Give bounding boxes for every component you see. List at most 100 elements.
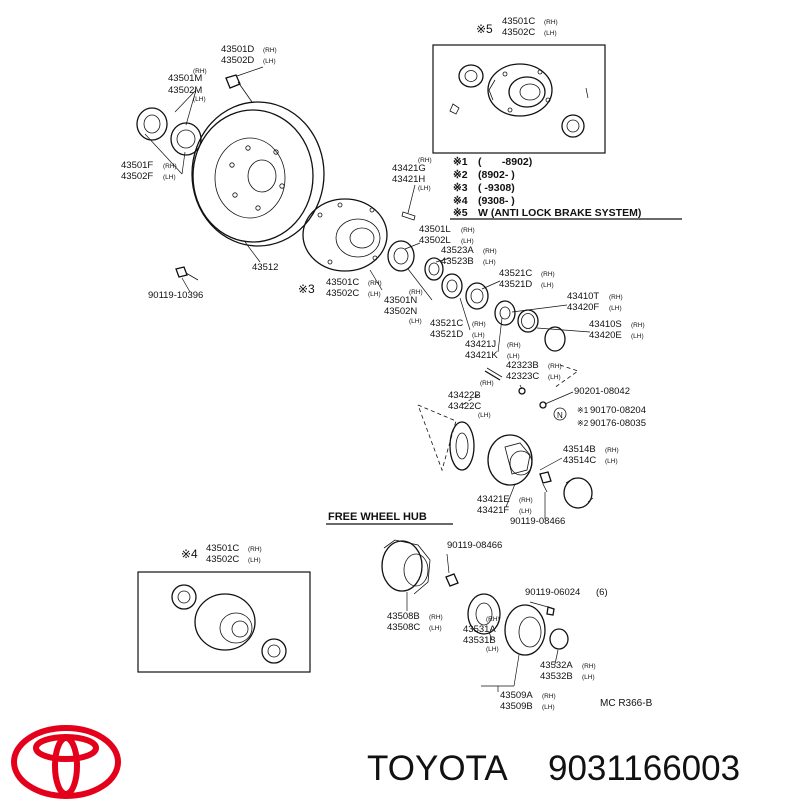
part-label: 43421E bbox=[477, 494, 510, 505]
part-label: 43521C bbox=[430, 318, 463, 329]
part-label-side: (RH) bbox=[263, 47, 277, 54]
axle-hub bbox=[302, 198, 388, 272]
part-label: 43421J bbox=[465, 339, 496, 350]
part-label: 43531A bbox=[463, 624, 496, 635]
hub-cover bbox=[504, 604, 546, 656]
part-label: 43508B bbox=[387, 611, 420, 622]
part-label: 43501D bbox=[221, 44, 254, 55]
part-label: 43410S bbox=[589, 319, 622, 330]
part-label-side: (LH) bbox=[461, 238, 474, 245]
hub-body bbox=[381, 539, 431, 595]
gasket-leader bbox=[417, 404, 457, 472]
part-label-side: (RH) bbox=[368, 280, 382, 287]
part-label: 43532B bbox=[540, 671, 573, 682]
inset-frame-abs bbox=[432, 44, 606, 154]
part-label: 43501N bbox=[384, 295, 417, 306]
part-label: 43501M bbox=[168, 73, 202, 84]
nut-ref-code-1: 90170-08204 bbox=[590, 405, 646, 416]
part-label: 90119-08466 bbox=[510, 516, 565, 527]
part-label: 43521C bbox=[499, 268, 532, 279]
part-label-side: (RH) bbox=[519, 497, 533, 504]
part-label-side: (LH) bbox=[483, 259, 496, 266]
hub-bolt bbox=[175, 266, 199, 281]
part-label-side: (RH) bbox=[461, 227, 475, 234]
toyota-logo bbox=[11, 725, 121, 799]
leader-lines bbox=[144, 66, 591, 519]
part-number: 9031166003 bbox=[548, 749, 740, 788]
part-label-side: (RH) bbox=[429, 614, 443, 621]
hub-cap bbox=[563, 477, 594, 509]
part-label-side: (RH) bbox=[631, 322, 645, 329]
abs-hub-part bbox=[487, 63, 553, 117]
part-label: (LH) bbox=[409, 318, 422, 325]
part-label: 43523A bbox=[441, 245, 474, 256]
inset-hub bbox=[194, 593, 256, 651]
part-label: 43523B bbox=[441, 256, 474, 267]
brand-name: TOYOTA bbox=[367, 749, 508, 788]
part-label: (RH) bbox=[418, 157, 432, 164]
nut-ref-mark-2: ※2 bbox=[577, 419, 589, 428]
part-labels: 43501D(RH)43502D(LH)(RH)43501M43502M(LH)… bbox=[121, 16, 645, 712]
legend-mark-3: ※3 bbox=[453, 182, 468, 194]
hub-bearing bbox=[387, 240, 415, 272]
part-label: (RH) bbox=[409, 289, 423, 296]
part-label-side: (LH) bbox=[263, 58, 276, 65]
part-label: (LH) bbox=[478, 412, 491, 419]
part-label-side: (RH) bbox=[483, 248, 497, 255]
part-label-side: (LH) bbox=[368, 291, 381, 298]
legend-text-1: ( -8902) bbox=[478, 156, 532, 168]
part-label-side: (LH) bbox=[544, 30, 557, 37]
hub-pin bbox=[401, 211, 416, 221]
part-label-side: (RH) bbox=[163, 163, 177, 170]
oil-seal bbox=[136, 107, 168, 141]
part-label: 42323C bbox=[506, 371, 539, 382]
part-label: 43502N bbox=[384, 306, 417, 317]
part-label-side: (RH) bbox=[507, 342, 521, 349]
part-label: 43420F bbox=[567, 302, 599, 313]
hub-body-bolt bbox=[445, 573, 459, 587]
part-label-side: (LH) bbox=[542, 704, 555, 711]
cover-screw bbox=[546, 606, 555, 616]
part-label: 43502M bbox=[168, 85, 202, 96]
cover-o-ring bbox=[549, 628, 569, 650]
hub-ring-gear bbox=[467, 593, 501, 635]
part-label: 43420E bbox=[589, 330, 622, 341]
washer-a bbox=[424, 257, 444, 281]
part-label: 43502F bbox=[121, 171, 153, 182]
part-label: (LH) bbox=[486, 646, 499, 653]
legend-text-2: (8902- ) bbox=[478, 169, 515, 181]
part-label: 43421K bbox=[465, 350, 498, 361]
part-label: 43512 bbox=[252, 262, 278, 273]
part-label: 42323B bbox=[506, 360, 539, 371]
spring-stud bbox=[484, 367, 503, 381]
part-label: 90119-10396 bbox=[148, 290, 203, 301]
part-label: 90119-08466 bbox=[447, 540, 502, 551]
part-label-side: (RH) bbox=[548, 363, 562, 370]
snap-ring-a bbox=[517, 309, 539, 333]
part-label: 43514C bbox=[563, 455, 596, 466]
part-label: 43501F bbox=[121, 160, 153, 171]
inset-frame-lower bbox=[137, 571, 311, 673]
part-label: 43421H bbox=[392, 174, 425, 185]
legend-mark-1: ※1 bbox=[453, 156, 468, 168]
part-label: 43514B bbox=[563, 444, 596, 455]
free-wheel-hub-section bbox=[326, 523, 569, 692]
abs-hub-inset bbox=[432, 44, 606, 154]
nut-ref-mark-1: ※1 bbox=[577, 406, 589, 415]
part-label-side: (LH) bbox=[609, 305, 622, 312]
snap-ring-b bbox=[544, 326, 566, 352]
drive-flange bbox=[487, 434, 533, 486]
screw-count: (6) bbox=[596, 587, 608, 598]
part-label-side: (LH) bbox=[163, 174, 176, 181]
part-label: (LH) bbox=[193, 96, 206, 103]
abs-bearing-outer bbox=[458, 64, 484, 88]
abs-bolt bbox=[449, 103, 460, 115]
part-label-side: (LH) bbox=[507, 353, 520, 360]
part-label: 90201-08042 bbox=[574, 386, 630, 397]
legend-text-3: ( -9308) bbox=[478, 182, 515, 194]
part-label: 43501C bbox=[326, 277, 359, 288]
part-label: 43509B bbox=[500, 701, 533, 712]
part-label: 43508C bbox=[387, 622, 420, 633]
part-label: 43501L bbox=[419, 224, 451, 235]
